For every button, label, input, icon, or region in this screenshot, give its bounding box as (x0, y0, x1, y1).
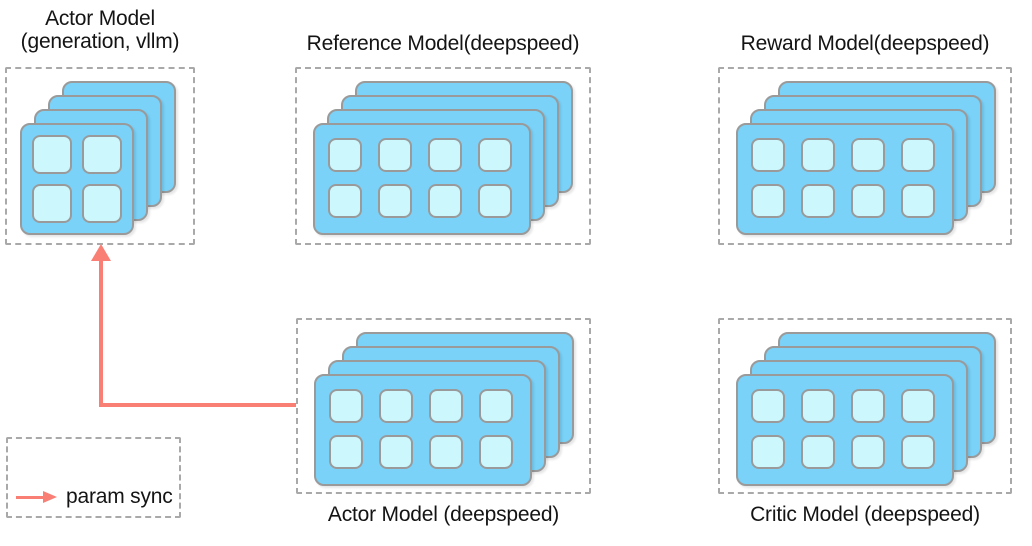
gpu-card (20, 123, 134, 235)
gpu-cell (329, 435, 363, 469)
legend-box: param sync (6, 437, 181, 518)
reference-model-box (295, 67, 591, 245)
gpu-cell (901, 389, 935, 423)
gpu-card (736, 123, 954, 235)
gpu-cell (479, 389, 513, 423)
gpu-cell (32, 184, 72, 223)
legend-label: param sync (66, 485, 173, 508)
gpu-cell (479, 435, 513, 469)
gpu-cell (901, 435, 935, 469)
legend-row: param sync (16, 485, 173, 509)
gpu-cell (801, 184, 835, 218)
param-sync-arrow-icon (16, 495, 43, 499)
critic-model-box (718, 318, 1012, 494)
gpu-cell (801, 435, 835, 469)
gpu-cell (329, 389, 363, 423)
gpu-cell (328, 184, 362, 218)
gpu-cell (478, 184, 512, 218)
gpu-cell (851, 435, 885, 469)
gpu-cell (82, 184, 122, 223)
actor-generation-label-line2: (generation, vllm) (20, 30, 180, 53)
gpu-cell (428, 184, 462, 218)
gpu-cell (429, 389, 463, 423)
gpu-cell (801, 138, 835, 172)
gpu-cell (378, 138, 412, 172)
actor-generation-label-line1: Actor Model (45, 7, 155, 30)
gpu-card (313, 123, 531, 235)
gpu-cell (82, 135, 122, 174)
param-sync-arrow-vertical-line (99, 259, 103, 407)
actor-generation-box (5, 67, 195, 245)
gpu-cell (901, 184, 935, 218)
gpu-cell (378, 184, 412, 218)
gpu-cell (801, 389, 835, 423)
gpu-cell (751, 184, 785, 218)
critic-model-label: Critic Model (deepspeed) (750, 503, 980, 526)
gpu-cell (478, 138, 512, 172)
param-sync-arrowhead-icon (91, 244, 111, 261)
gpu-cell (379, 389, 413, 423)
actor-generation-label: Actor Model (generation, vllm) (0, 7, 200, 53)
gpu-cell (429, 435, 463, 469)
gpu-cell (328, 138, 362, 172)
actor-model-deepspeed-box (296, 318, 591, 494)
gpu-cell (751, 138, 785, 172)
gpu-cell (851, 184, 885, 218)
param-sync-arrow-horizontal-line (99, 403, 296, 407)
reference-model-label: Reference Model(deepspeed) (306, 32, 580, 55)
gpu-card (736, 374, 954, 486)
actor-model-deepspeed-label: Actor Model (deepspeed) (327, 503, 560, 526)
param-sync-arrowhead-icon (43, 491, 57, 503)
gpu-card (314, 374, 532, 486)
gpu-cell (428, 138, 462, 172)
gpu-cell (32, 135, 72, 174)
gpu-cell (851, 138, 885, 172)
gpu-cell (901, 138, 935, 172)
reward-model-label: Reward Model(deepspeed) (740, 32, 990, 55)
reward-model-box (718, 67, 1012, 245)
gpu-cell (379, 435, 413, 469)
gpu-cell (751, 435, 785, 469)
gpu-cell (851, 389, 885, 423)
gpu-cell (751, 389, 785, 423)
